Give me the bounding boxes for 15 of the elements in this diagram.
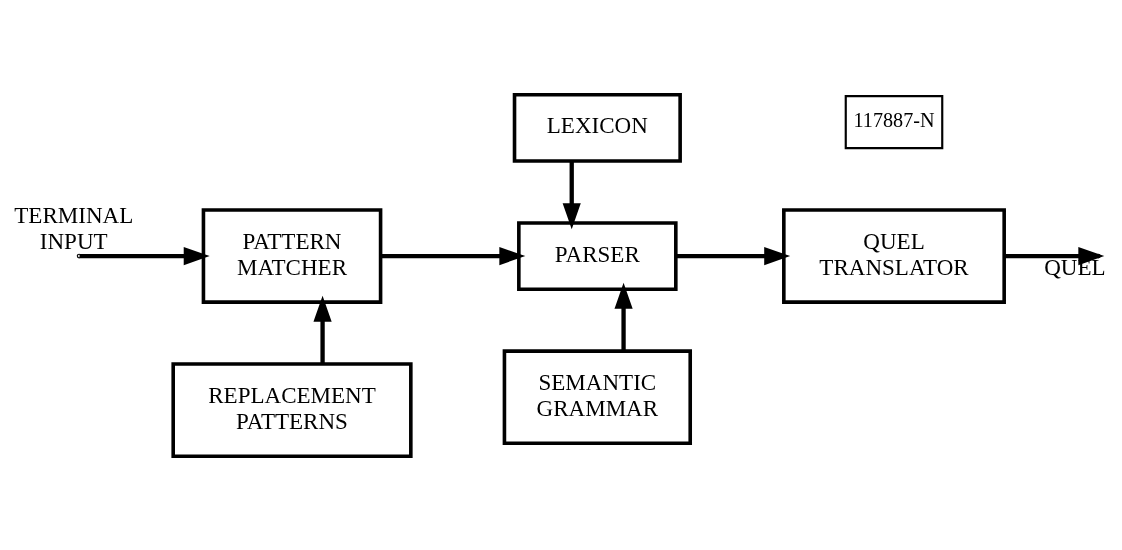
- node-box: LEXICON: [512, 92, 682, 163]
- edge-label: TERMINAL INPUT: [14, 201, 134, 254]
- node-box: PARSER: [517, 220, 678, 291]
- arrow: [614, 282, 633, 351]
- node-box: REPLACEMENT PATTERNS: [171, 361, 413, 458]
- label: 117887-N: [853, 108, 935, 131]
- arrow: [79, 246, 210, 265]
- node-box: SEMANTIC GRAMMAR: [502, 348, 692, 445]
- node-box: PATTERN MATCHER: [201, 207, 383, 304]
- arrow: [313, 295, 332, 364]
- arrow: [562, 161, 581, 229]
- arrow: [380, 246, 526, 265]
- arrow: [1004, 246, 1105, 265]
- node-box: QUEL TRANSLATOR: [782, 207, 1006, 304]
- arrow: [676, 246, 791, 265]
